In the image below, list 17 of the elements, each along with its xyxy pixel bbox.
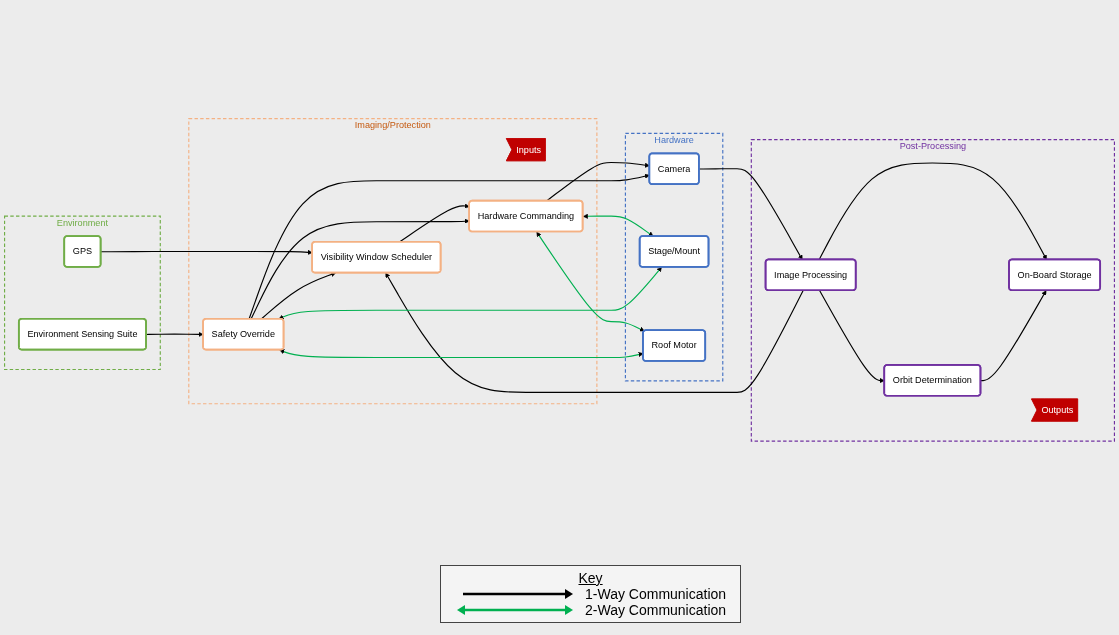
- arrow: [818, 162, 1047, 261]
- arrow: [278, 267, 662, 320]
- arrow: [100, 250, 313, 255]
- arrow: [582, 213, 654, 237]
- key-heading: Key: [577, 570, 604, 586]
- arrow: [398, 203, 470, 243]
- arrow: [248, 173, 650, 320]
- arrow: [260, 272, 337, 320]
- arrow: [819, 290, 885, 384]
- legend-text: 2-Way Communication: [585, 602, 727, 618]
- arrow: [980, 290, 1047, 382]
- legend-text: 1-Way Communication: [585, 586, 727, 602]
- arrow: [536, 231, 645, 332]
- arrow: [546, 162, 650, 202]
- arrow: [698, 168, 803, 261]
- arrow: [250, 218, 470, 320]
- arrow: [385, 272, 804, 394]
